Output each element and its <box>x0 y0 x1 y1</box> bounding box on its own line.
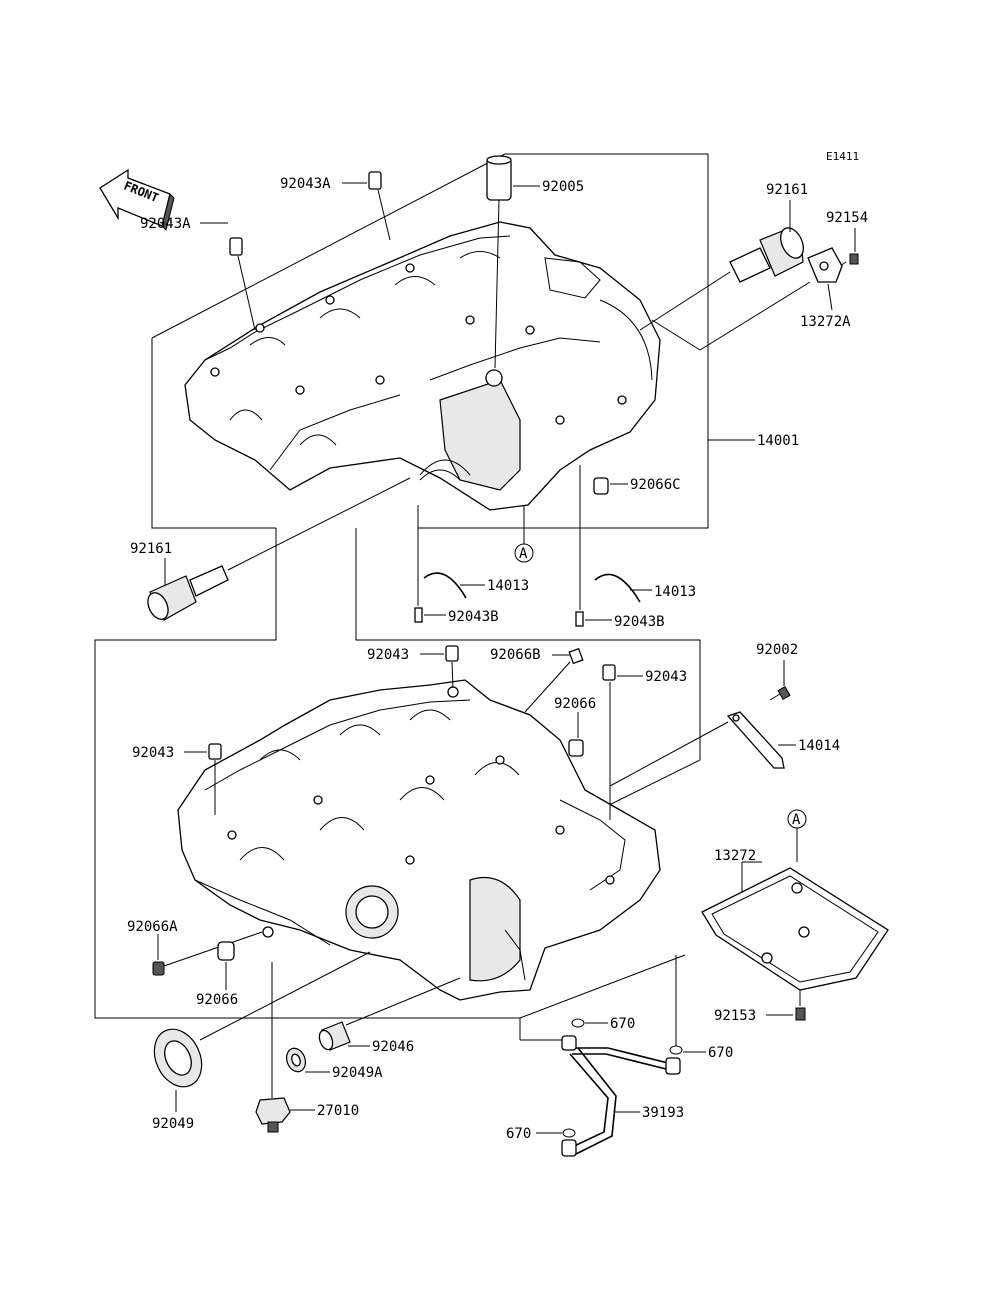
label-92161-right: 92161 <box>766 182 808 198</box>
switch-27010 <box>255 962 315 1133</box>
label-92049: 92049 <box>152 1116 194 1132</box>
upper-crankcase <box>184 221 661 511</box>
ref-mark-a-lower <box>787 809 807 862</box>
lower-crankcase <box>177 679 661 1001</box>
label-92002: 92002 <box>756 642 798 658</box>
label-92043-upper-right: 92043 <box>645 669 687 685</box>
dowel-92043-left <box>184 743 222 815</box>
dowel-92043-upper-mid <box>420 645 459 689</box>
o-ring-670-bottom <box>536 1128 576 1138</box>
plug-92066B <box>524 647 584 713</box>
label-92066B: 92066B <box>490 647 541 663</box>
upper-assembly-frame <box>151 153 755 529</box>
plate-14014 <box>609 711 796 787</box>
bearing-14013-left <box>423 572 485 599</box>
label-92161-left: 92161 <box>130 541 172 557</box>
label-92049A: 92049A <box>332 1065 383 1081</box>
label-92153: 92153 <box>714 1008 756 1024</box>
label-92154: 92154 <box>826 210 868 226</box>
label-670-right: 670 <box>708 1045 733 1061</box>
label-14013-left: 14013 <box>487 578 529 594</box>
plate-13272A <box>651 247 843 351</box>
label-670-bottom: 670 <box>506 1126 531 1142</box>
bolt-92154 <box>839 228 859 267</box>
label-92043B-right: 92043B <box>614 614 665 630</box>
label-14001: 14001 <box>757 433 799 449</box>
label-92043-upper-mid: 92043 <box>367 647 409 663</box>
plug-92066-lower <box>217 941 235 990</box>
label-92066A: 92066A <box>127 919 178 935</box>
ref-mark-a-upper-label: A <box>519 546 528 562</box>
bearing-14013-right <box>594 573 652 603</box>
dowel-92043A-left <box>200 222 256 331</box>
damper-92161-left <box>147 477 411 621</box>
label-27010: 27010 <box>317 1103 359 1119</box>
label-670-top: 670 <box>610 1016 635 1032</box>
front-arrow-icon: FRONT <box>99 168 175 231</box>
gasket-13272 <box>701 861 889 991</box>
lower-assembly-frame <box>94 528 701 1019</box>
label-92043A-left: 92043A <box>140 216 191 232</box>
label-13272A: 13272A <box>800 314 851 330</box>
label-13272: 13272 <box>714 848 756 864</box>
dowel-92043B-right <box>575 465 612 627</box>
diagram-code: E1411 <box>826 150 859 163</box>
pipe-92005 <box>486 155 540 369</box>
ref-mark-a-upper <box>514 505 534 563</box>
label-14014: 14014 <box>798 738 840 754</box>
seal-92049A <box>285 1047 330 1073</box>
o-ring-670-right <box>669 955 706 1055</box>
bolt-92002 <box>769 660 791 701</box>
label-92066-mid: 92066 <box>554 696 596 712</box>
label-92043B-left: 92043B <box>448 609 499 625</box>
label-39193: 39193 <box>642 1105 684 1121</box>
plug-92066-mid <box>568 712 584 757</box>
dowel-92043A-top <box>342 171 391 241</box>
dowel-92043-upper-right <box>602 664 643 820</box>
label-92043A-top: 92043A <box>280 176 331 192</box>
plug-92066C <box>593 477 628 495</box>
plug-92066A <box>152 931 263 976</box>
label-92005: 92005 <box>542 179 584 195</box>
damper-92161-right <box>639 200 804 331</box>
bolt-92153 <box>766 990 806 1021</box>
ref-mark-a-lower-label: A <box>792 812 801 828</box>
label-14013-right: 14013 <box>654 584 696 600</box>
oil-seal-92049 <box>153 951 371 1112</box>
label-92043-left: 92043 <box>132 745 174 761</box>
label-92066C: 92066C <box>630 477 681 493</box>
dowel-92043B-left <box>414 505 446 623</box>
bearing-92046 <box>318 977 461 1051</box>
o-ring-670-top <box>571 1018 608 1028</box>
label-92046: 92046 <box>372 1039 414 1055</box>
label-92066-lower: 92066 <box>196 992 238 1008</box>
oil-pipe-39193 <box>519 1018 681 1157</box>
